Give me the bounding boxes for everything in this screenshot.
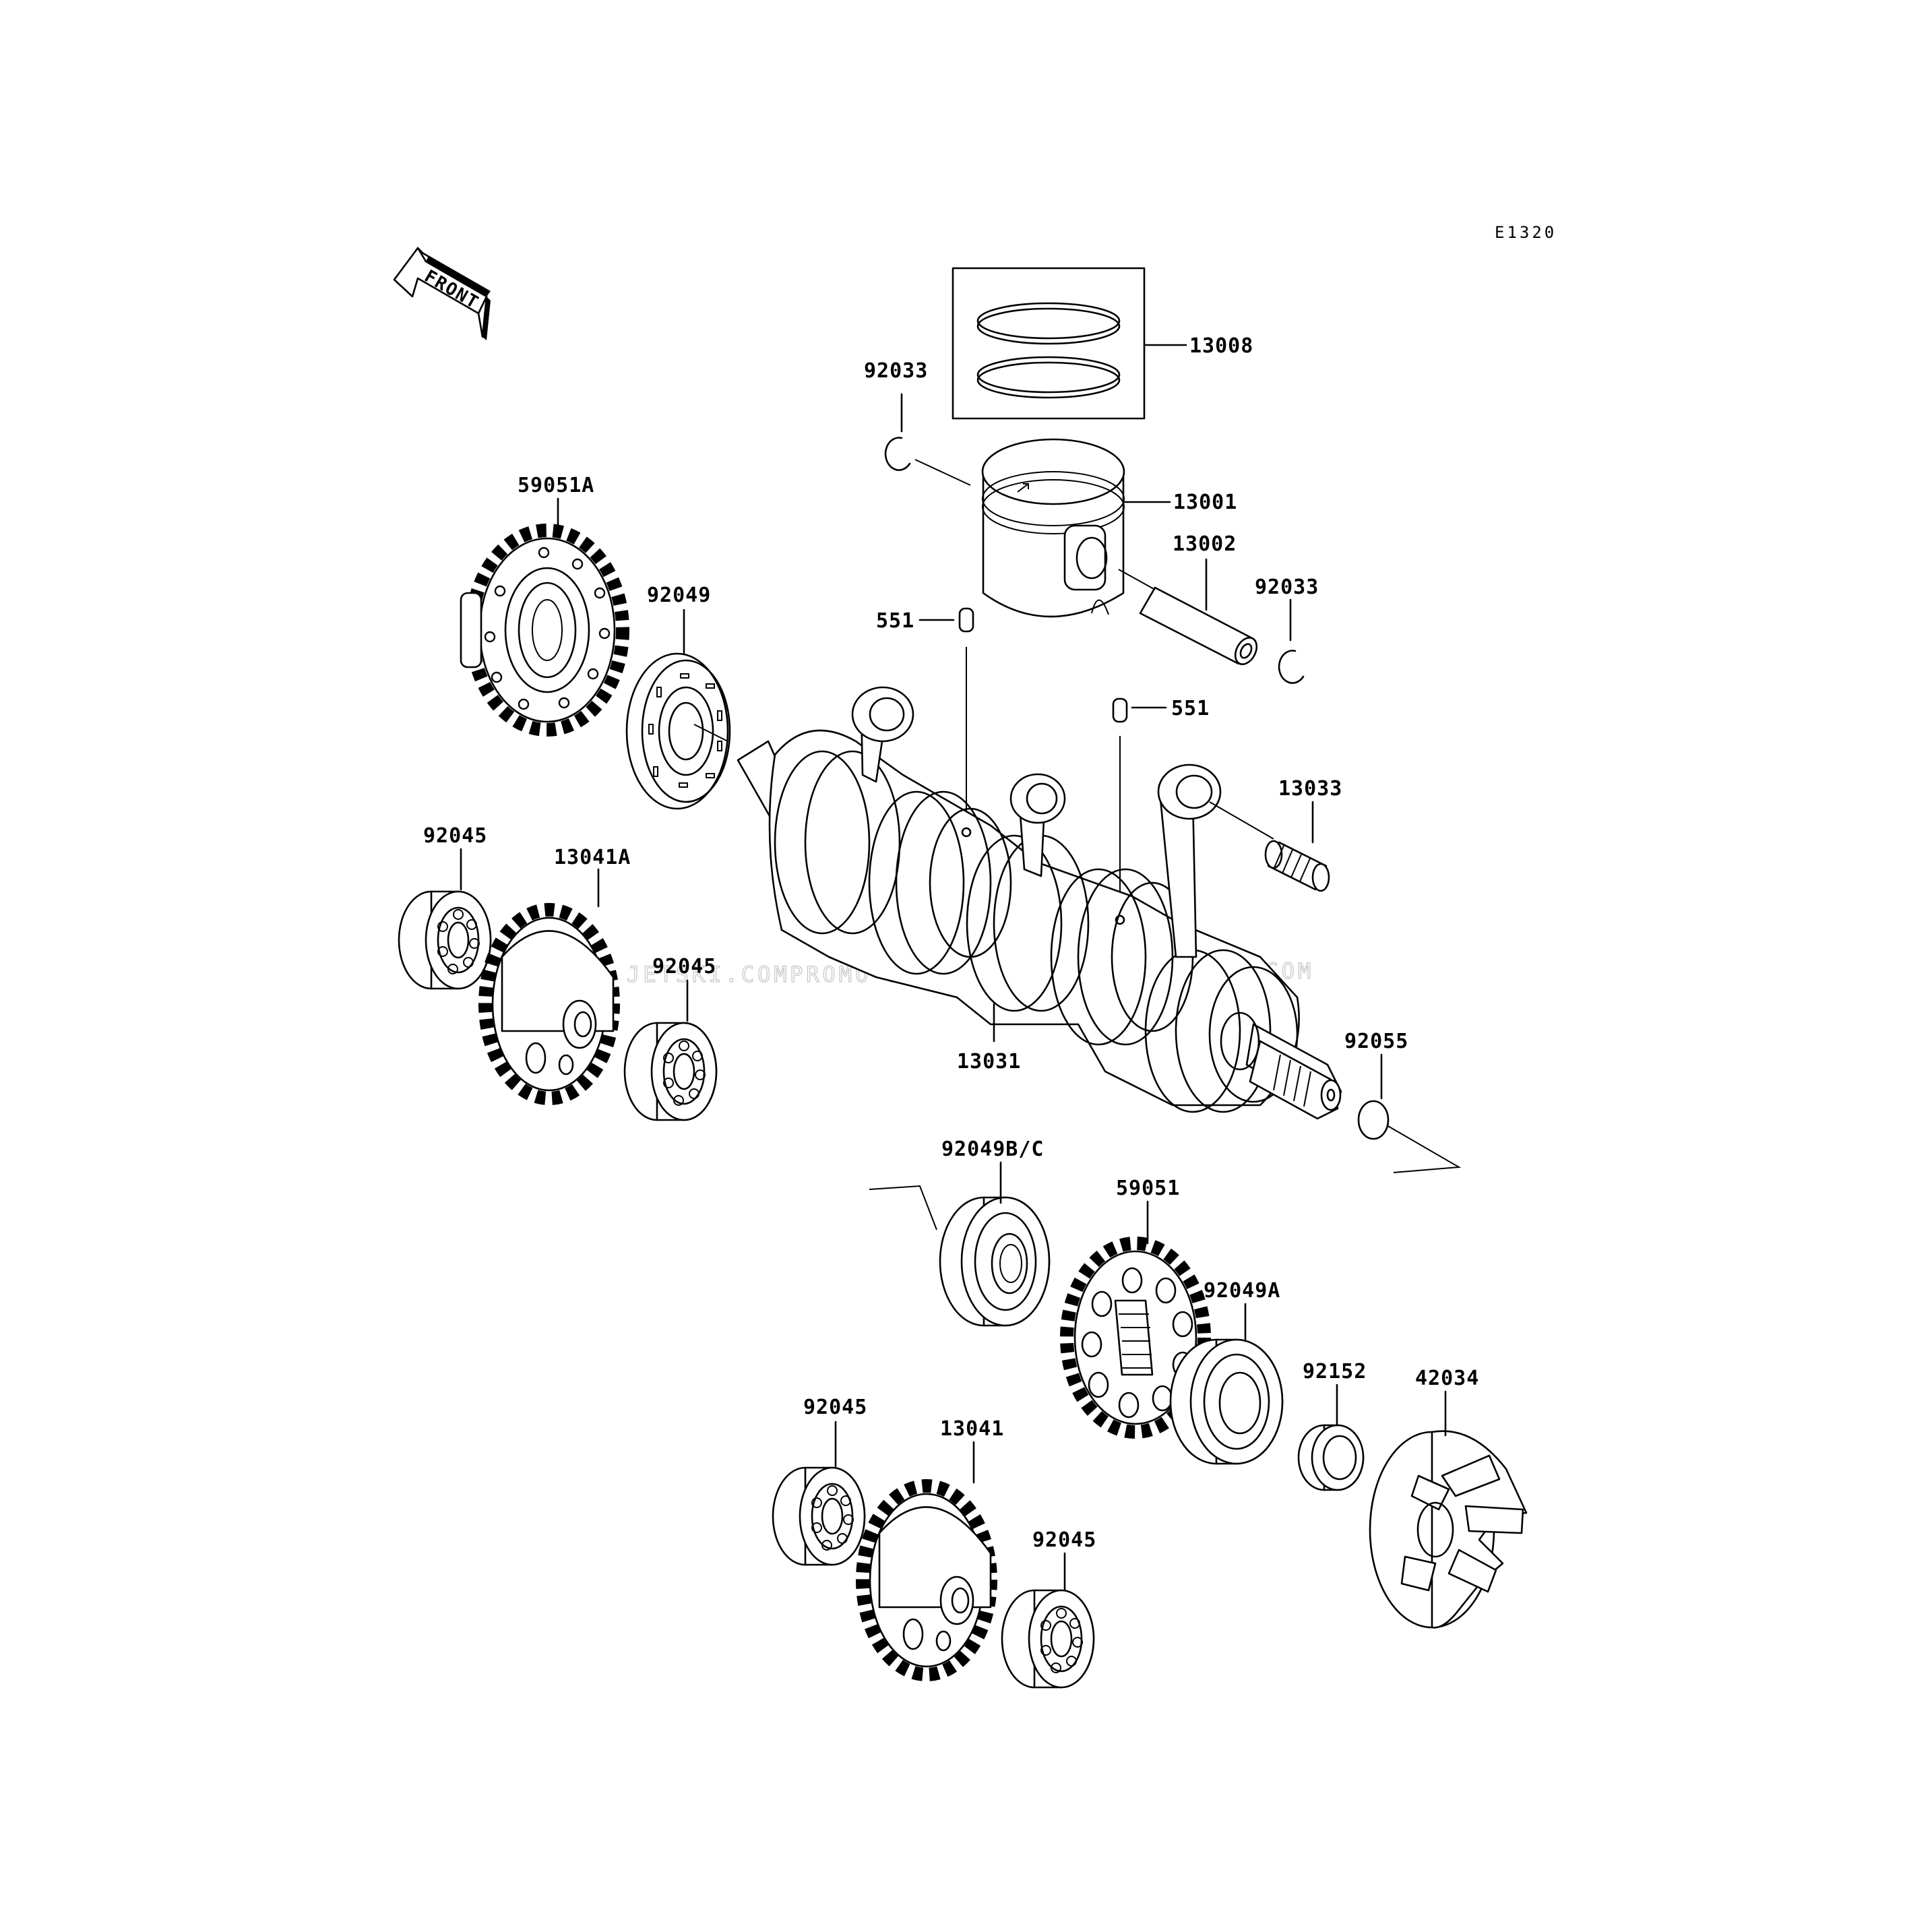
dowel-pin-1 <box>918 607 974 822</box>
part-label-59051: 59051 <box>1116 1177 1180 1200</box>
part-label-92152: 92152 <box>1303 1360 1367 1383</box>
part-label-13041a: 13041A <box>554 846 631 869</box>
o-ring <box>1357 1053 1462 1173</box>
ball-bearing-92045-a <box>398 848 492 990</box>
part-label-92033-b: 92033 <box>1255 575 1319 599</box>
part-label-92045-d: 92045 <box>1032 1528 1096 1552</box>
part-label-92049: 92049 <box>647 584 711 607</box>
balancer-gear-13041a <box>478 868 620 1105</box>
part-label-13041: 13041 <box>940 1417 1004 1441</box>
connecting-rod-1 <box>851 686 914 783</box>
oil-seal-92049a <box>1169 1303 1284 1465</box>
connecting-rod-3 <box>1157 764 1274 958</box>
part-label-92033-a: 92033 <box>864 359 928 383</box>
part-labels: 13008 92033 13001 13002 92033 59051A 920… <box>423 334 1479 1552</box>
ball-bearing-92045-d <box>1001 1552 1095 1689</box>
oil-seal-92049bc <box>869 1161 1051 1327</box>
circlip-left <box>884 393 971 486</box>
ball-bearing-92045-c <box>772 1421 866 1566</box>
collar <box>1297 1383 1365 1491</box>
part-label-13031: 13031 <box>957 1050 1021 1073</box>
part-label-92055: 92055 <box>1344 1030 1408 1053</box>
connecting-rod-2 <box>1009 773 1066 877</box>
part-label-551-a: 551 <box>876 609 914 633</box>
coupling <box>1369 1390 1528 1629</box>
part-label-551-b: 551 <box>1171 697 1210 720</box>
dowel-pin-2 <box>1112 697 1167 906</box>
part-label-13002: 13002 <box>1173 532 1237 556</box>
circlip-right <box>1278 598 1305 684</box>
piston <box>981 438 1171 618</box>
piston-ring-set <box>952 267 1187 420</box>
needle-bearing <box>1264 801 1330 892</box>
piston-pin <box>1118 558 1258 665</box>
gear-59051a <box>460 497 629 737</box>
watermark-text-1: JETSKI.COM <box>627 962 790 987</box>
oil-seal-92049 <box>625 609 731 810</box>
front-arrow-icon: FRONT <box>393 247 491 340</box>
part-label-92045-b: 92045 <box>652 955 716 978</box>
diagram-code: E1320 <box>1495 223 1557 242</box>
part-label-59051a: 59051A <box>518 474 594 497</box>
part-label-92049bc: 92049B/C <box>941 1138 1045 1161</box>
part-label-92049a: 92049A <box>1204 1279 1280 1303</box>
part-label-13033: 13033 <box>1278 777 1342 801</box>
part-label-92045-c: 92045 <box>803 1396 867 1419</box>
balancer-gear-13041 <box>856 1441 997 1681</box>
gear-59051 <box>1060 1200 1211 1439</box>
part-label-13001: 13001 <box>1173 491 1237 514</box>
part-label-92045-a: 92045 <box>423 824 487 848</box>
crankshaft <box>737 729 1342 1120</box>
part-label-13008: 13008 <box>1189 334 1253 358</box>
part-label-42034: 42034 <box>1415 1367 1479 1390</box>
ball-bearing-92045-b <box>623 979 718 1121</box>
